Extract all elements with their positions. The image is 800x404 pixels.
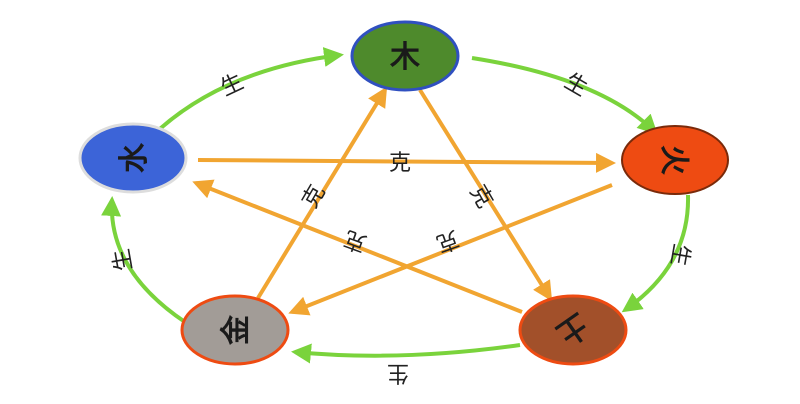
overcome-arrow-earth-water xyxy=(192,179,523,314)
generate-label-wood-fire: 生 xyxy=(560,69,592,102)
generate-arrow-wood-fire xyxy=(471,56,658,135)
overcome-label-water-fire: 克 xyxy=(389,151,411,176)
node-metal: 金 xyxy=(180,294,290,366)
generate-label-fire-earth: 生 xyxy=(665,242,693,268)
node-wood: 木 xyxy=(350,20,460,92)
overcome-cycle xyxy=(192,86,616,316)
generate-arrow-earth-metal xyxy=(291,343,521,364)
generate-cycle xyxy=(101,47,691,364)
overcome-label-fire-metal: 克 xyxy=(433,225,462,256)
node-fire: 火 xyxy=(621,125,729,195)
node-fire-disc xyxy=(621,125,729,195)
node-earth-disc xyxy=(518,294,628,366)
node-water-glyph: 水 xyxy=(117,142,152,173)
node-wood-disc xyxy=(350,20,460,92)
node-water: 水 xyxy=(78,122,188,194)
generate-label-earth-metal: 生 xyxy=(387,360,409,385)
overcome-arrow-wood-earth xyxy=(418,88,553,302)
generate-label-water-wood: 生 xyxy=(217,69,248,101)
node-water-disc xyxy=(78,122,188,194)
node-fire-glyph: 火 xyxy=(656,145,691,175)
node-metal-glyph: 金 xyxy=(219,314,254,346)
generate-arrow-fire-earth xyxy=(621,194,691,313)
generate-arrow-metal-water xyxy=(101,196,187,324)
overcome-arrow-fire-metal xyxy=(288,183,613,316)
overcome-arrow-water-fire xyxy=(197,152,616,173)
generate-label-metal-water: 生 xyxy=(109,247,137,273)
node-earth: 土 xyxy=(518,294,628,366)
overcome-arrow-metal-wood xyxy=(256,86,388,300)
node-wood-glyph: 木 xyxy=(389,40,420,75)
node-metal-disc xyxy=(180,294,290,366)
generate-arrow-water-wood xyxy=(148,47,344,140)
